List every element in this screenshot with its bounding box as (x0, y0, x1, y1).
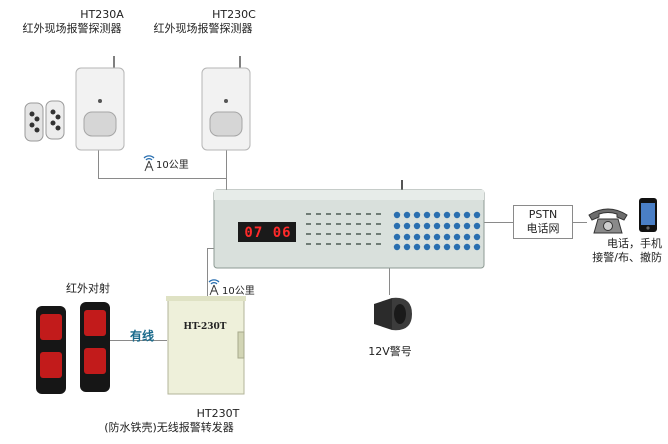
transmitter-model: HT230T (196, 407, 240, 420)
infrared-beam-pair-icon (36, 302, 110, 394)
mobile-phone-icon (639, 198, 657, 232)
wired-label: 有线 (129, 329, 154, 343)
detector-a-desc: 红外现场报警探测器 (22, 22, 122, 35)
connector-detectors-bus (98, 178, 226, 179)
siren-label: 12V警号 (368, 345, 412, 358)
wireless-range-bottom: 10公里 (222, 286, 255, 297)
wireless-signal-icon-bottom (208, 279, 220, 296)
remote-control-icon (24, 100, 65, 142)
phone-label-line1: 电话，手机 (607, 237, 662, 250)
pir-detector-a-icon (75, 56, 125, 151)
pir-detector-c-icon (201, 56, 251, 151)
siren-horn-icon (374, 297, 412, 331)
host-display: 07 06 (244, 225, 292, 241)
transmitter-desc: (防水铁壳)无线报警转发器 (104, 421, 234, 434)
connector-host-transmitter (207, 248, 217, 249)
pstn-line2: 电话网 (526, 222, 560, 235)
detector-c-model: HT230C (212, 8, 256, 21)
detector-c-desc: 红外现场报警探测器 (153, 22, 253, 35)
transmitter-box-text: HT-230T (183, 322, 227, 332)
wireless-transmitter-box (166, 296, 246, 395)
beam-label: 红外对射 (66, 282, 110, 295)
telephone-icon (588, 208, 628, 234)
connector-host-siren (389, 263, 390, 295)
connector-pstn-phone (573, 222, 587, 223)
pstn-network-box: PSTN 电话网 (513, 205, 573, 239)
connector-beam-transmitter (110, 340, 167, 341)
wireless-signal-icon (143, 155, 155, 172)
connector-host-pstn (483, 222, 513, 223)
connector-detector-c-down (226, 150, 227, 190)
wireless-range-top: 10公里 (156, 160, 189, 171)
connector-detector-a-down (98, 150, 99, 179)
host-indicator-grid (306, 213, 381, 245)
host-keypad (393, 211, 481, 251)
detector-a-model: HT230A (80, 8, 124, 21)
connector-transmitter-up (207, 248, 208, 298)
phone-label-line2: 接警/布、撤防 (592, 251, 662, 264)
pstn-line1: PSTN (528, 208, 558, 221)
